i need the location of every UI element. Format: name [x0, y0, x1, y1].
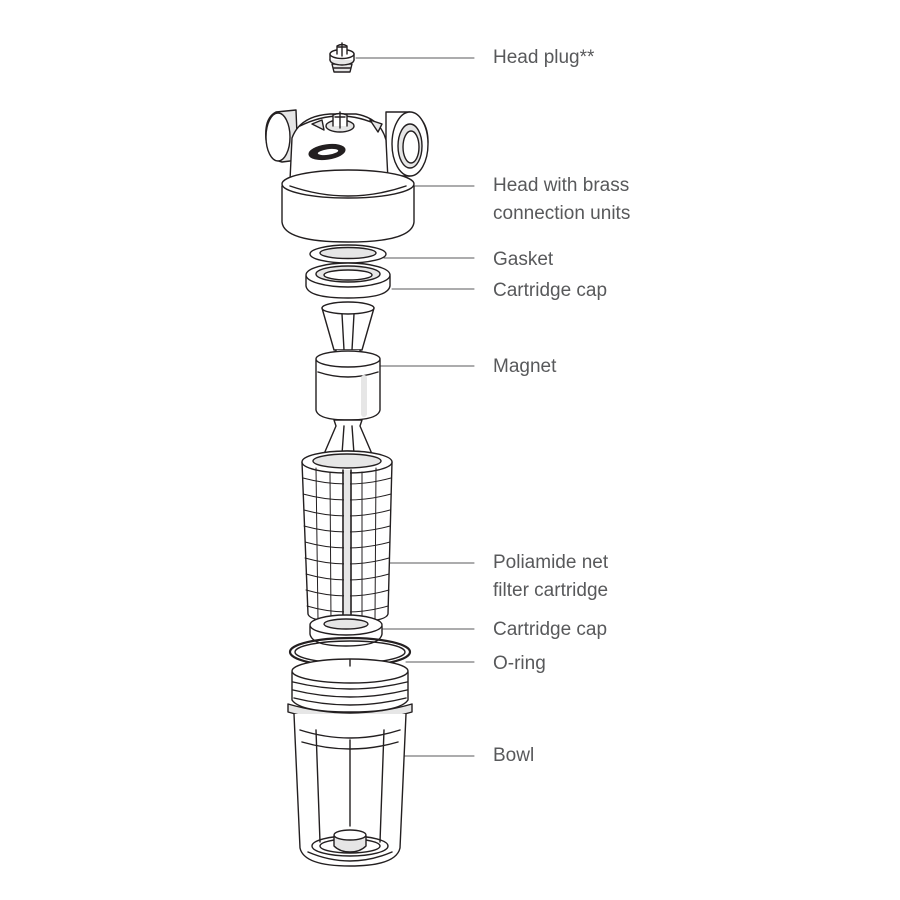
- net-filter-cartridge-part: [302, 451, 392, 622]
- label-o-ring-text: O-ring: [493, 653, 546, 674]
- gasket-part: [310, 245, 386, 263]
- label-cartridge-cap-top: Cartridge cap: [493, 277, 873, 305]
- bowl-part: [288, 659, 412, 866]
- cartridge-cap-top-part: [306, 263, 390, 298]
- label-net-filter: Poliamide net filter cartridge: [493, 549, 873, 605]
- label-bowl: Bowl: [493, 742, 873, 770]
- head-plug-part: [330, 43, 354, 72]
- label-head-plug: Head plug**: [493, 44, 873, 72]
- label-bowl-text: Bowl: [493, 745, 535, 766]
- label-gasket-text: Gasket: [493, 249, 554, 270]
- label-cartridge-cap-bottom-text: Cartridge cap: [493, 619, 608, 640]
- label-cartridge-cap-top-text: Cartridge cap: [493, 280, 608, 301]
- leader-lines: [355, 57, 475, 757]
- label-o-ring: O-ring: [493, 650, 873, 678]
- upper-shaft-part: [322, 302, 374, 358]
- label-head-plug-text: Head plug**: [493, 47, 595, 68]
- label-head-line-1: Head with brass: [493, 175, 630, 196]
- label-magnet-text: Magnet: [493, 356, 557, 377]
- label-net-filter-line-1: Poliamide net: [493, 552, 609, 573]
- label-head-line-2: connection units: [493, 203, 631, 224]
- filter-head-part: [266, 110, 428, 242]
- magnet-part: [316, 351, 380, 420]
- label-gasket: Gasket: [493, 246, 873, 274]
- label-net-filter-line-2: filter cartridge: [493, 580, 609, 601]
- label-magnet: Magnet: [493, 353, 873, 381]
- label-head: Head with brass connection units: [493, 172, 873, 228]
- label-cartridge-cap-bottom: Cartridge cap: [493, 616, 873, 644]
